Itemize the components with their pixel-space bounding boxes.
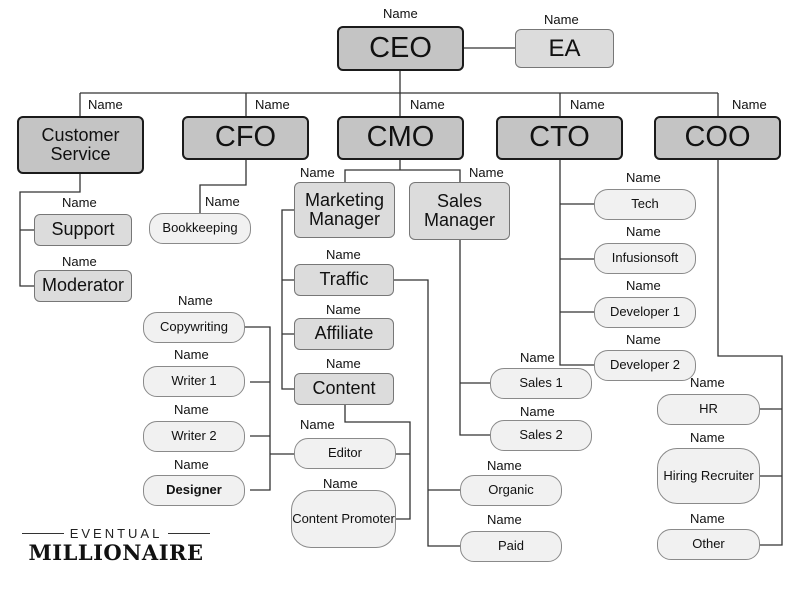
node-support: Support: [34, 214, 132, 246]
edge-coo-children: [717, 160, 783, 546]
name-label-developer-2: Name: [626, 332, 661, 347]
name-label-bookkeeping: Name: [205, 194, 240, 209]
node-content-promoter: Content Promoter: [291, 490, 396, 548]
node-developer-1: Developer 1: [594, 297, 696, 328]
name-label-content-promoter: Name: [323, 476, 358, 491]
node-other: Other: [657, 529, 760, 560]
node-paid: Paid: [460, 531, 562, 562]
node-moderator: Moderator: [34, 270, 132, 302]
edge-content-editor: [344, 405, 411, 520]
edge-writers: [230, 326, 294, 491]
node-sales-1: Sales 1: [490, 368, 592, 399]
name-label-ceo: Name: [383, 6, 418, 21]
name-label-cmo: Name: [410, 97, 445, 112]
node-bookkeeping: Bookkeeping: [149, 213, 251, 244]
node-developer-2: Developer 2: [594, 350, 696, 381]
name-label-other: Name: [690, 511, 725, 526]
name-label-content: Name: [326, 356, 361, 371]
edge-traffic-paid: [394, 279, 460, 547]
edge-sales: [459, 240, 490, 436]
edge-cs-children: [19, 174, 81, 287]
name-label-writer-1: Name: [174, 347, 209, 362]
logo-rule-left: [22, 532, 64, 534]
name-label-marketing-manager: Name: [300, 165, 335, 180]
name-label-copywriting: Name: [178, 293, 213, 308]
node-designer: Designer: [143, 475, 245, 506]
node-coo: COO: [654, 116, 781, 160]
node-cfo: CFO: [182, 116, 309, 160]
node-cmo: CMO: [337, 116, 464, 160]
node-writer-1: Writer 1: [143, 366, 245, 397]
name-label-sales-1: Name: [520, 350, 555, 365]
name-label-customer-service: Name: [88, 97, 123, 112]
name-label-designer: Name: [174, 457, 209, 472]
name-label-developer-1: Name: [626, 278, 661, 293]
node-traffic: Traffic: [294, 264, 394, 296]
name-label-ea: Name: [544, 12, 579, 27]
node-customer-service: Customer Service: [17, 116, 144, 174]
name-label-sales-2: Name: [520, 404, 555, 419]
node-content: Content: [294, 373, 394, 405]
name-label-tech: Name: [626, 170, 661, 185]
name-label-traffic: Name: [326, 247, 361, 262]
logo-millionaire: MILLIONAIRE: [28, 540, 204, 565]
name-label-moderator: Name: [62, 254, 97, 269]
node-organic: Organic: [460, 475, 562, 506]
logo-eventual: EVENTUAL: [22, 525, 211, 541]
name-label-cfo: Name: [255, 97, 290, 112]
node-infusionsoft: Infusionsoft: [594, 243, 696, 274]
node-ea: EA: [515, 29, 614, 68]
node-copywriting: Copywriting: [143, 312, 245, 343]
node-sales-2: Sales 2: [490, 420, 592, 451]
name-label-affiliate: Name: [326, 302, 361, 317]
name-label-infusionsoft: Name: [626, 224, 661, 239]
edge-cfo-bookkeeping: [199, 160, 247, 213]
node-hr: HR: [657, 394, 760, 425]
edge-cto-children: [559, 160, 594, 366]
edge-cmo-managers: [344, 160, 461, 182]
name-label-writer-2: Name: [174, 402, 209, 417]
name-label-sales-manager: Name: [469, 165, 504, 180]
name-label-hr: Name: [690, 375, 725, 390]
node-writer-2: Writer 2: [143, 421, 245, 452]
node-ceo: CEO: [337, 26, 464, 71]
name-label-cto: Name: [570, 97, 605, 112]
node-tech: Tech: [594, 189, 696, 220]
logo-eventual-text: EVENTUAL: [69, 525, 163, 541]
name-label-coo: Name: [732, 97, 767, 112]
name-label-editor: Name: [300, 417, 335, 432]
node-hiring-recruiter: Hiring Recruiter: [657, 448, 760, 504]
name-label-organic: Name: [487, 458, 522, 473]
node-marketing-manager: Marketing Manager: [294, 182, 395, 238]
name-label-paid: Name: [487, 512, 522, 527]
logo-rule-right: [168, 532, 211, 534]
node-editor: Editor: [294, 438, 396, 469]
name-label-support: Name: [62, 195, 97, 210]
node-sales-manager: Sales Manager: [409, 182, 510, 240]
node-affiliate: Affiliate: [294, 318, 394, 350]
name-label-hiring-recruiter: Name: [690, 430, 725, 445]
node-cto: CTO: [496, 116, 623, 160]
edge-mm-children: [281, 209, 294, 390]
